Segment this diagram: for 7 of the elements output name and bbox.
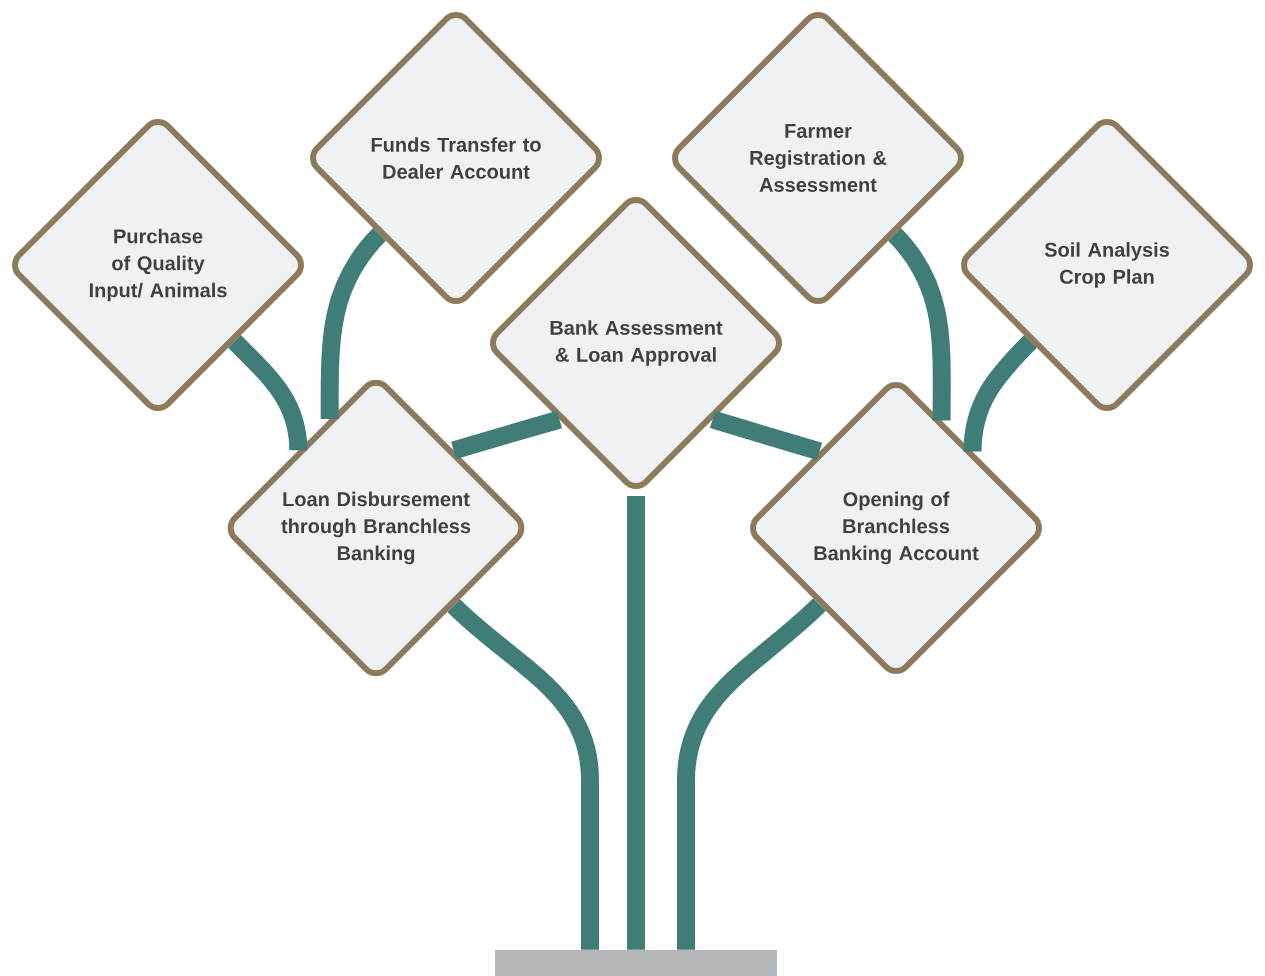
branch-line (677, 597, 826, 950)
base-bar (495, 950, 777, 976)
branch-line (963, 335, 1037, 452)
branch-line (627, 496, 645, 950)
branch-line (451, 410, 562, 459)
branch-line (447, 599, 599, 950)
branch-line (709, 410, 823, 461)
